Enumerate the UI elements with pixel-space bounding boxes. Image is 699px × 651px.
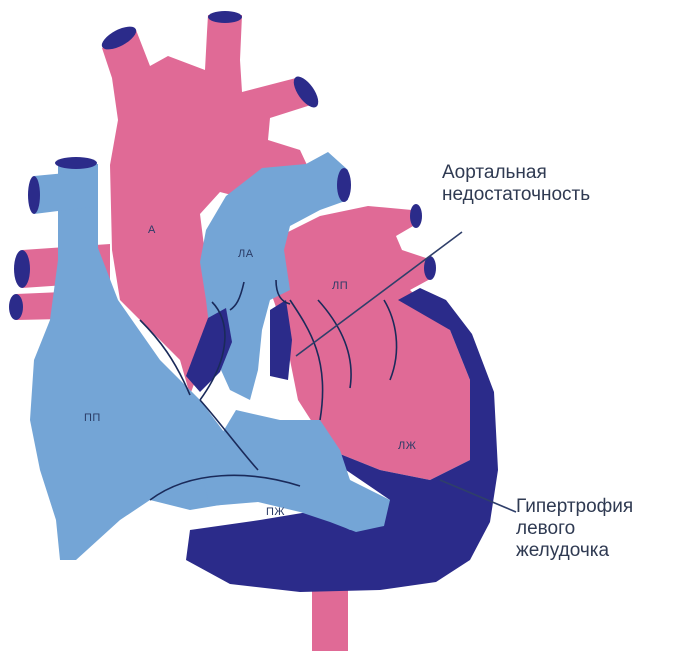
- label-left-ventricle: ЛЖ: [398, 440, 416, 452]
- label-aorta: А: [148, 224, 156, 236]
- callout-lvh-line-2: левого: [516, 518, 633, 540]
- callout-aortic-line-2: недостаточность: [442, 184, 590, 206]
- callout-aortic-line-1: Аортальная: [442, 162, 590, 184]
- callout-aortic-insufficiency: Аортальная недостаточность: [442, 162, 590, 206]
- label-right-ventricle: ПЖ: [266, 506, 285, 518]
- label-left-atrium: ЛП: [332, 280, 348, 292]
- label-pulmonary-artery: ЛА: [238, 248, 254, 260]
- label-right-atrium: ПП: [84, 412, 101, 424]
- callout-lvh-line-3: желудочка: [516, 540, 633, 562]
- callout-lvh-line-1: Гипертрофия: [516, 496, 633, 518]
- callout-lv-hypertrophy: Гипертрофия левого желудочка: [516, 496, 633, 562]
